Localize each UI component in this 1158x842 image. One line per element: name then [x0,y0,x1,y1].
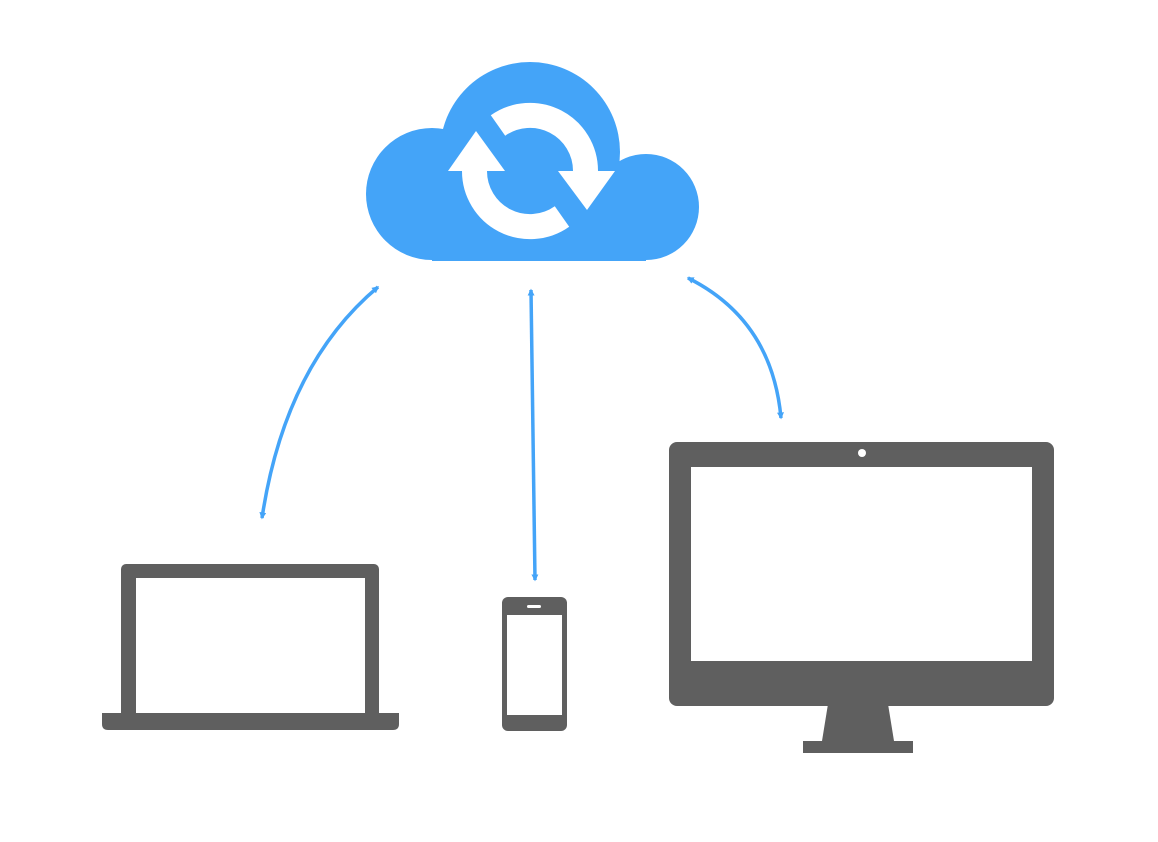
phone-cloud-arrow [527,288,539,582]
laptop-icon [102,564,399,730]
sync-arrows [259,276,784,582]
laptop-cloud-arrow [259,285,380,520]
cloud-sync-icon [366,62,699,261]
sync-arrows-icon [461,102,599,240]
monitor-cloud-arrow [686,276,784,420]
desktop-monitor-icon [669,442,1054,753]
smartphone-icon [502,597,567,731]
